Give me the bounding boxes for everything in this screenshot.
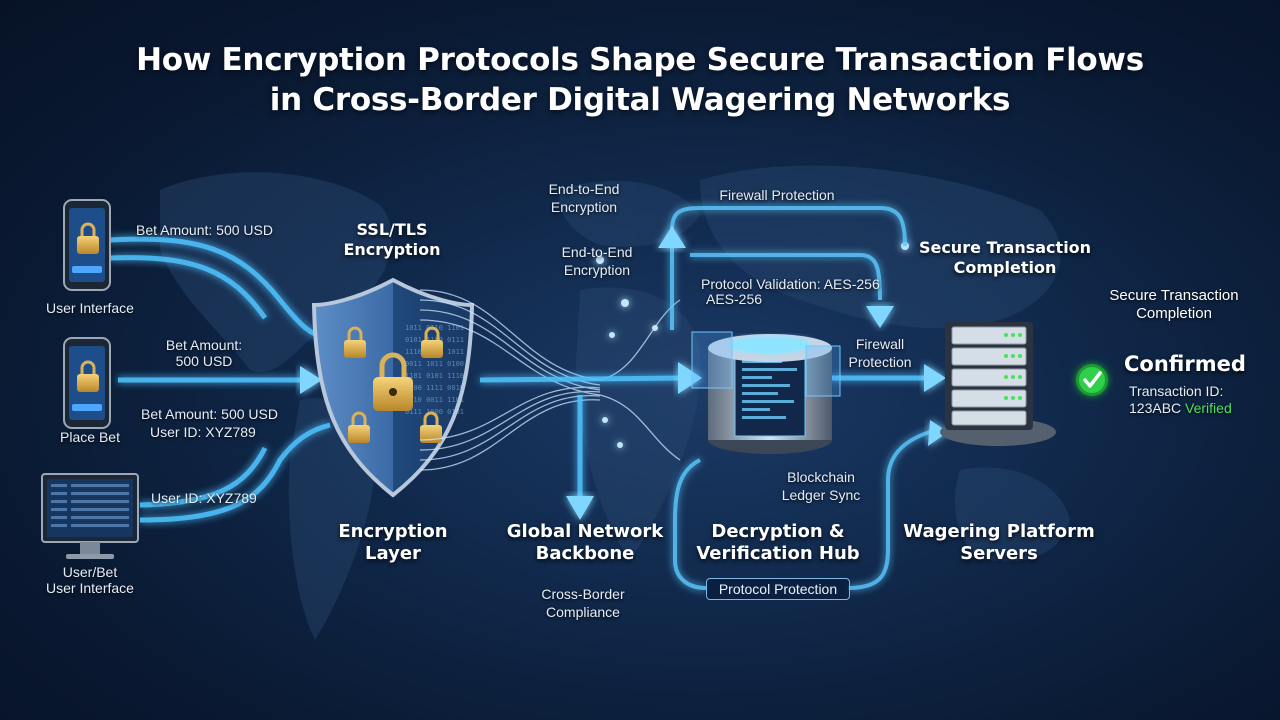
servers-line1: Wagering Platform — [903, 521, 1095, 542]
svg-text:1101 0101 1110: 1101 0101 1110 — [405, 372, 464, 380]
svg-text:0111 1000 0101: 0111 1000 0101 — [405, 408, 464, 416]
monitor-label-line1: User/Bet — [62, 564, 118, 580]
verified-status: Verified — [1185, 400, 1232, 416]
phone1-bet-amount: Bet Amount: 500 USD — [136, 222, 273, 238]
e2e-1-line1: End-to-End — [548, 181, 620, 197]
hub-line1: Decryption & — [711, 521, 845, 542]
padlock-icon — [373, 352, 413, 411]
protocol-protection-badge: Protocol Protection — [706, 578, 850, 600]
arrow-up-servers — [928, 420, 948, 446]
protocol-validation-line1: Protocol Validation: AES-256 — [701, 276, 880, 292]
firewall-side-line2: Protection — [848, 354, 912, 370]
completion-1-line2: Completion — [953, 258, 1057, 277]
check-icon — [1076, 364, 1108, 396]
arrow-up-firewall — [658, 226, 686, 248]
world-map-background — [160, 165, 1070, 640]
bet-amount-detail: Bet Amount: 500 USD — [141, 406, 278, 422]
backbone-line1: Global Network — [506, 521, 664, 542]
arrow-into-hub — [678, 362, 702, 394]
monitor-icon — [41, 473, 139, 559]
e2e-label-2: End-to-End Encryption — [562, 243, 633, 279]
firewall-top-label: Firewall Protection — [719, 187, 835, 203]
blockchain-line1: Blockchain — [787, 469, 855, 485]
completion-2-line2: Completion — [1136, 305, 1212, 322]
transaction-id-label: Transaction ID: — [1129, 383, 1224, 399]
backbone-line2: Backbone — [535, 543, 635, 564]
compliance-line1: Cross-Border — [541, 586, 625, 602]
servers-line2: Servers — [960, 543, 1038, 564]
e2e-2-line2: Encryption — [563, 262, 631, 278]
hub-label: Decryption & Verification Hub — [696, 521, 859, 565]
blockchain-line2: Ledger Sync — [781, 487, 861, 503]
main-flow — [479, 375, 925, 500]
transaction-id: 123ABC — [1129, 400, 1182, 416]
monitor-user-id: User ID: XYZ789 — [151, 490, 257, 506]
phone1-label: User Interface — [46, 300, 134, 316]
firewall-side-label: Firewall Protection — [848, 335, 911, 371]
title-line-2: in Cross-Border Digital Wagering Network… — [269, 82, 1011, 118]
verification-hub — [691, 331, 841, 454]
monitor-label-line2: User Interface — [46, 580, 134, 596]
backbone-label: Global Network Backbone — [507, 521, 664, 565]
servers-label: Wagering Platform Servers — [903, 521, 1094, 565]
firewall-loop — [670, 206, 907, 330]
ssl-tls-line2: Encryption — [343, 240, 441, 259]
page-title: How Encryption Protocols Shape Secure Tr… — [0, 40, 1280, 120]
user-id-detail: User ID: XYZ789 — [150, 424, 256, 440]
phone2-label: Place Bet — [60, 429, 120, 445]
input-flow-lines — [109, 236, 331, 523]
svg-text:0100 1111 0010: 0100 1111 0010 — [405, 384, 464, 392]
hub-line2: Verification Hub — [696, 543, 860, 564]
completion-label-2: Secure Transaction Completion — [1109, 287, 1238, 323]
completion-1-line1: Secure Transaction — [918, 238, 1092, 257]
arrow-into-servers — [924, 364, 946, 392]
phone2-bet-amount-line1: Bet Amount: — [165, 337, 243, 353]
ssl-tls-line1: SSL/TLS — [356, 220, 428, 239]
e2e-2-line1: End-to-End — [561, 244, 633, 260]
transaction-id-value: 123ABC Verified — [1129, 399, 1232, 417]
completion-label-1: Secure Transaction Completion — [919, 238, 1091, 278]
phone2-bet-amount-line2: 500 USD — [175, 353, 233, 369]
title-line-1: How Encryption Protocols Shape Secure Tr… — [136, 42, 1144, 78]
svg-text:1010 0011 1101: 1010 0011 1101 — [405, 396, 464, 404]
svg-text:0011 1011 0100: 0011 1011 0100 — [405, 360, 464, 368]
arrow-into-shield — [300, 366, 322, 394]
small-lock-icon — [344, 326, 443, 443]
protocol-validation-line2: AES-256 — [706, 291, 763, 307]
e2e-1-line2: Encryption — [550, 199, 618, 215]
phone-icon — [63, 337, 111, 429]
server-rack-icon — [940, 322, 1072, 446]
completion-2-line1: Secure Transaction — [1109, 287, 1239, 304]
firewall-side-line1: Firewall — [855, 336, 905, 352]
compliance-label: Cross-Border Compliance — [541, 585, 624, 621]
encryption-layer-label: Encryption Layer — [338, 521, 447, 565]
arrow-down-firewall — [866, 306, 894, 328]
arrow-down-backbone — [566, 496, 594, 520]
encryption-layer-line2: Layer — [365, 543, 421, 564]
blockchain-label: Blockchain Ledger Sync — [782, 468, 861, 504]
compliance-line2: Compliance — [546, 604, 620, 620]
ssl-tls-label: SSL/TLS Encryption — [343, 220, 440, 260]
e2e-label-1: End-to-End Encryption — [549, 180, 620, 216]
confirmed-label: Confirmed — [1124, 352, 1246, 376]
protocol-loop — [673, 430, 931, 590]
phone-icon — [63, 199, 111, 291]
encryption-layer-line1: Encryption — [338, 521, 448, 542]
